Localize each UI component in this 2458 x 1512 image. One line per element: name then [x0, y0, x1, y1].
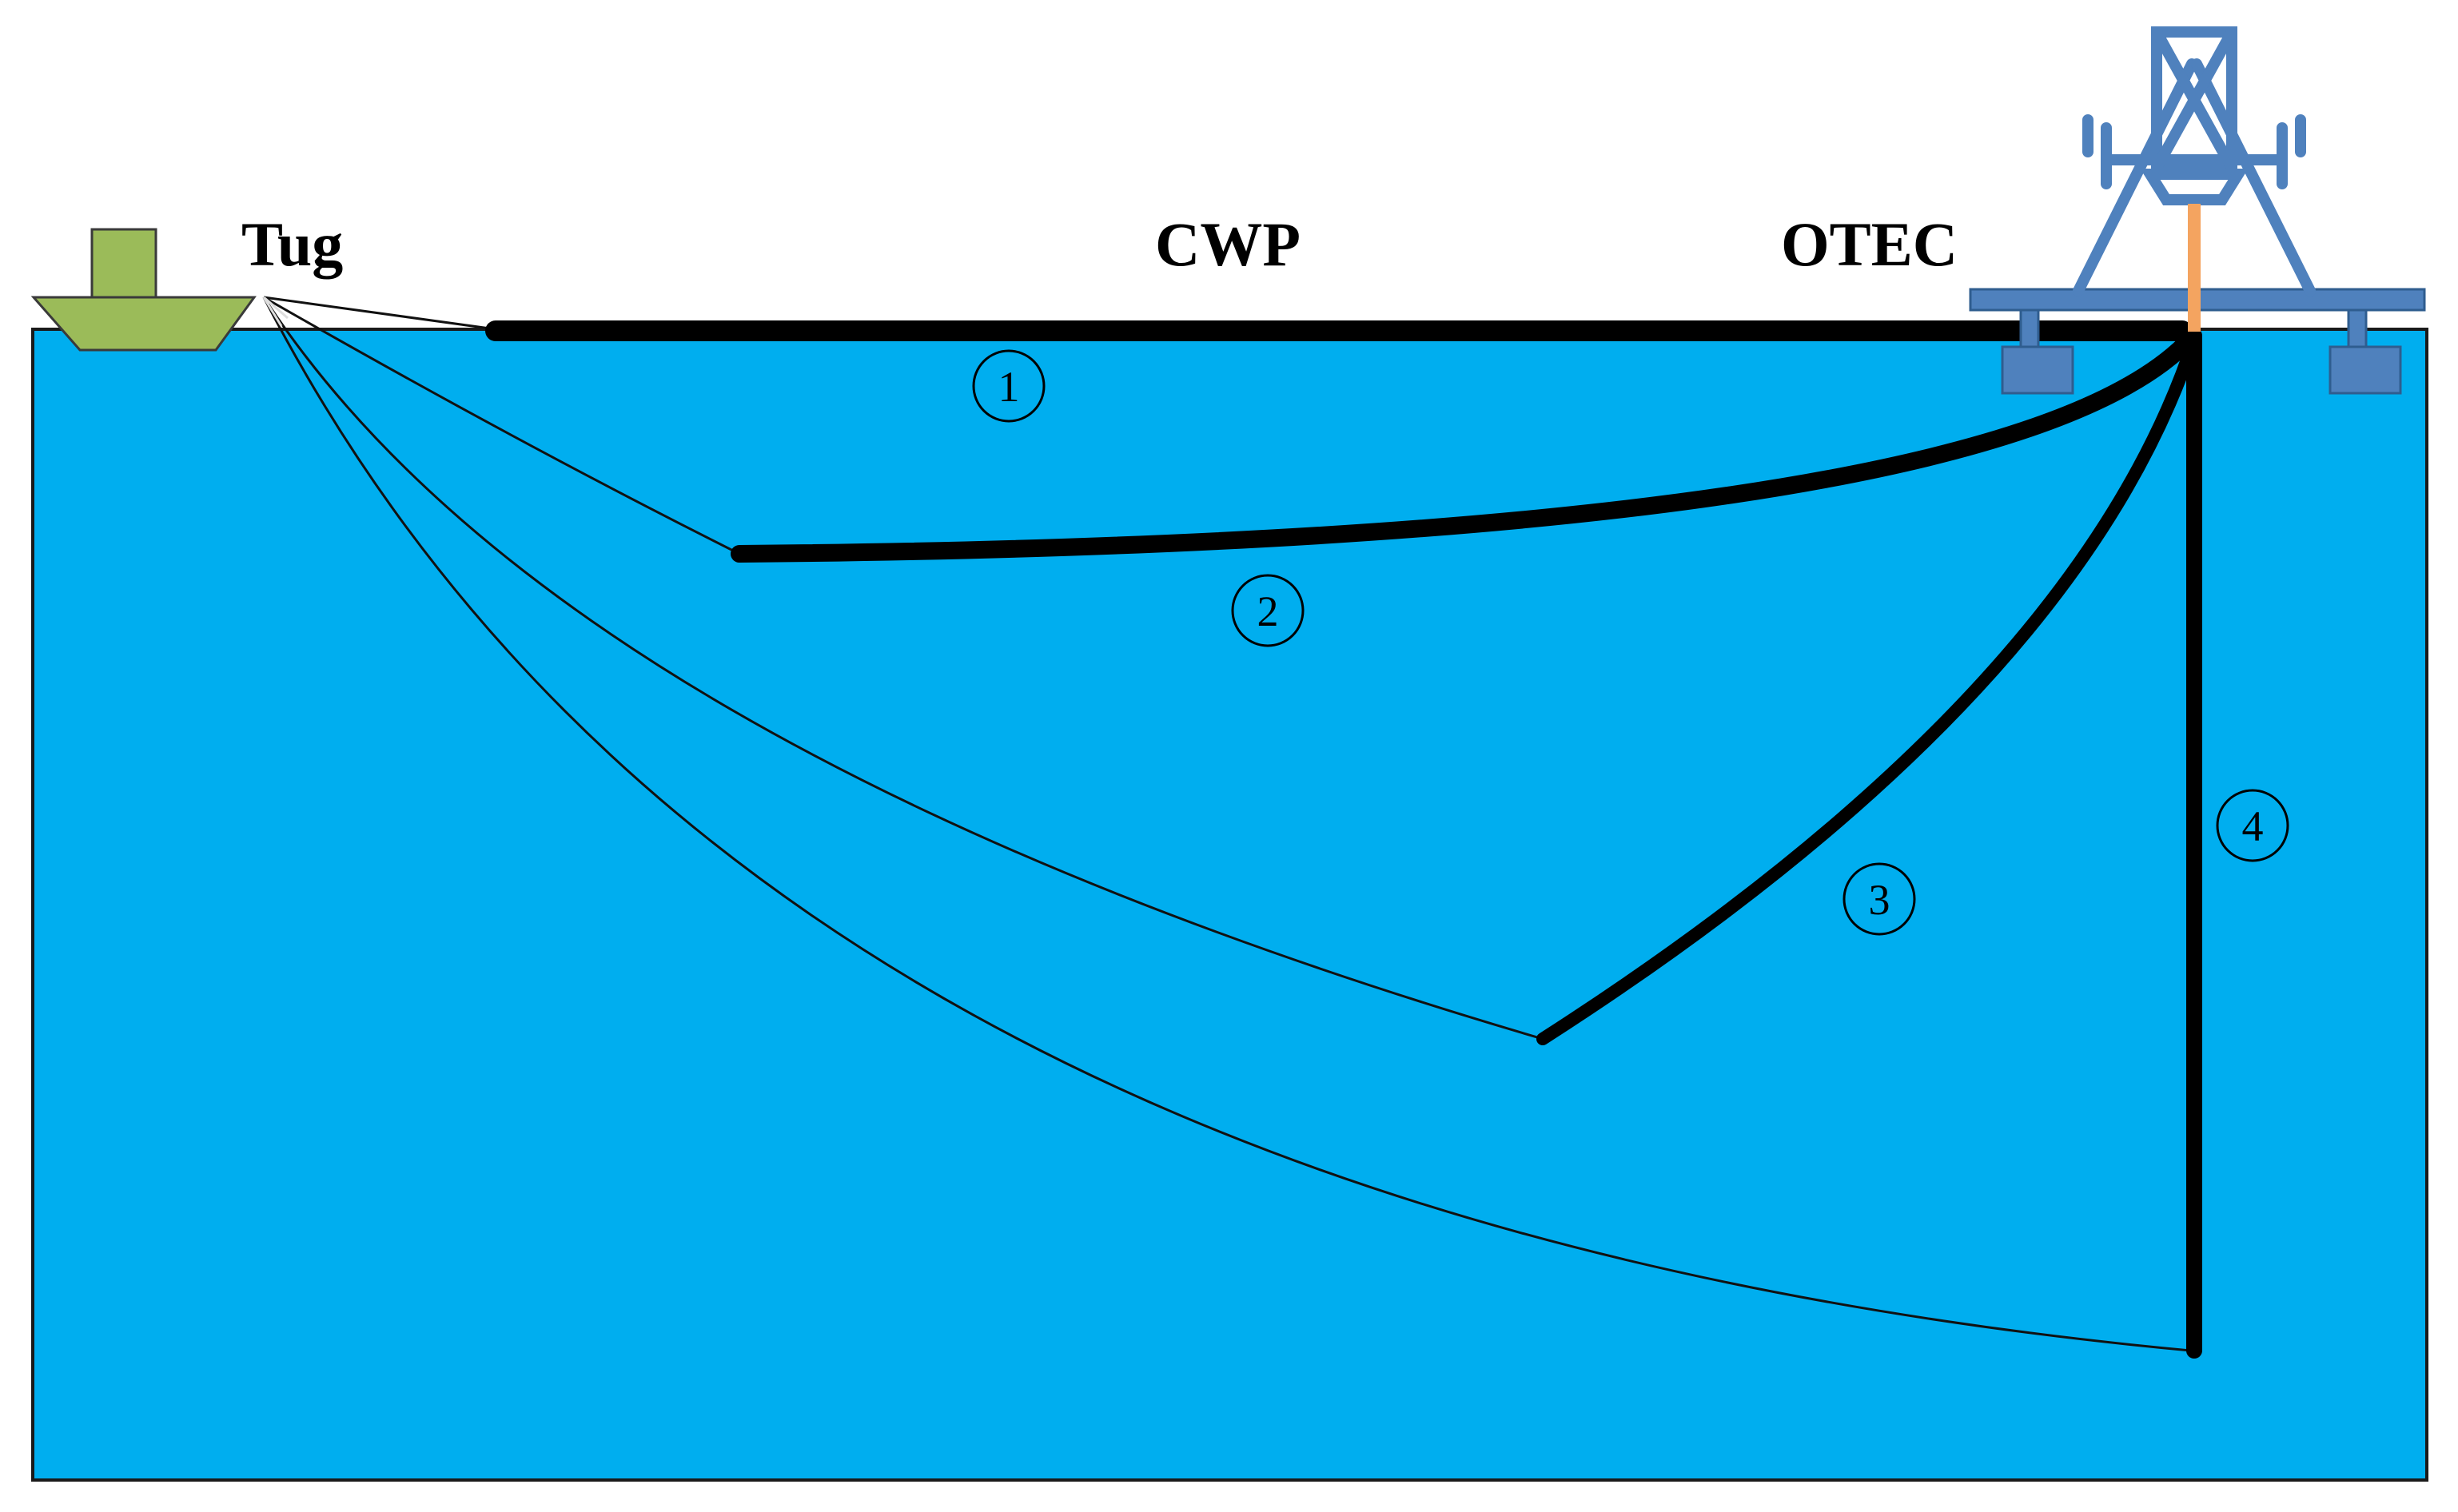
- tow-lines: [262, 296, 2191, 1352]
- cwp-label: CWP: [1155, 209, 1301, 279]
- pipe-position-2: [731, 330, 2199, 563]
- svg-text:1: 1: [998, 363, 1020, 411]
- tow-line-4: [262, 296, 2191, 1352]
- otec-platform-icon: [1969, 26, 2426, 395]
- svg-text:2: 2: [1257, 587, 1279, 635]
- sea-area: [31, 328, 2428, 1482]
- stage-marker-3: 3: [1843, 862, 1916, 936]
- cwp-pipes: [485, 320, 2202, 1359]
- stage-marker-1: 1: [972, 349, 1046, 423]
- tow-line-1: [263, 296, 496, 331]
- stage-marker-2: 2: [1231, 574, 1305, 647]
- stage-marker-4: 4: [2216, 789, 2289, 862]
- otec-label: OTEC: [1781, 209, 1958, 279]
- tow-line-2: [263, 296, 740, 555]
- tug-bridle: [262, 296, 289, 327]
- tug-boat-icon: [30, 228, 257, 352]
- tug-label: Tug: [241, 209, 343, 279]
- tow-line-3: [262, 296, 1544, 1040]
- svg-text:3: 3: [1869, 876, 1890, 924]
- pipe-position-3: [1536, 332, 2201, 1045]
- svg-text:4: 4: [2242, 802, 2264, 850]
- riser-pipe: [2188, 204, 2201, 332]
